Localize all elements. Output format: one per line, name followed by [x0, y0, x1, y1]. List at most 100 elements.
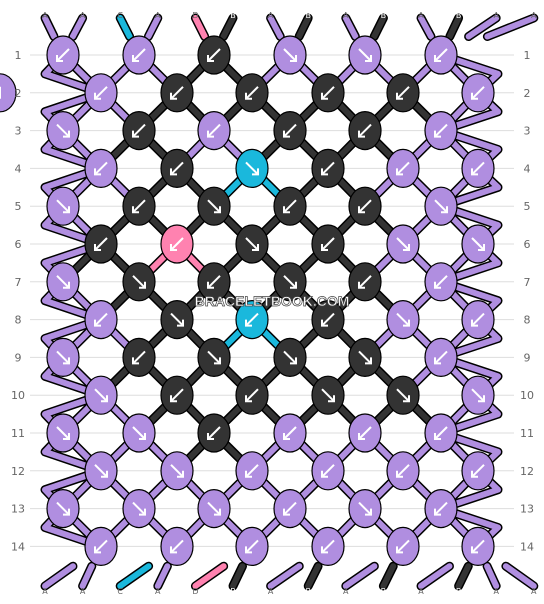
bottom-thread-stub	[154, 563, 171, 589]
knot	[273, 337, 307, 377]
knot-arrow-head	[170, 546, 177, 554]
knot	[46, 111, 80, 151]
top-thread-label: A	[343, 11, 349, 20]
knot-arrow-head	[94, 92, 101, 100]
knot-arrow-head	[396, 168, 403, 176]
knot	[386, 526, 420, 567]
row-label-right: 2	[524, 87, 531, 100]
knot	[273, 186, 307, 226]
knot-arrow-shaft	[321, 86, 335, 100]
bottom-thread-stub	[380, 563, 397, 589]
knot-grid	[0, 35, 495, 567]
knot	[197, 262, 231, 302]
knot-arrow-shaft	[471, 464, 485, 478]
knot	[46, 262, 80, 302]
knot-arrow-shaft	[471, 237, 485, 251]
row-label-right: 14	[520, 540, 534, 553]
knot-arrow-head	[132, 357, 139, 365]
top-thread-stub	[446, 15, 462, 40]
knot-arrow-shaft	[245, 86, 259, 100]
knot-arrow-head	[396, 546, 403, 554]
knot	[273, 111, 307, 151]
knot	[348, 489, 382, 529]
knot-arrow-shaft	[170, 388, 184, 402]
row-label-left: 4	[15, 162, 22, 175]
bottom-thread-stub	[230, 563, 246, 589]
row-label-left: 10	[11, 389, 25, 402]
knot-arrow-head	[214, 357, 221, 365]
knot-arrow-shaft	[245, 539, 259, 554]
knot	[386, 300, 420, 340]
knot	[197, 186, 231, 226]
knot-arrow-shaft	[283, 426, 297, 440]
bottom-thread-label: A	[531, 587, 537, 596]
knot	[348, 413, 382, 453]
knot	[424, 186, 458, 226]
knot-arrow-shaft	[207, 48, 221, 62]
knot-arrow-head	[283, 433, 290, 440]
knot	[311, 224, 345, 264]
knot-arrow-head	[245, 319, 252, 327]
knot-arrow-shaft	[358, 199, 372, 213]
knot-arrow-head	[170, 168, 177, 176]
knot-arrow-head	[283, 508, 290, 516]
knot	[160, 526, 194, 567]
bottom-thread-label: B	[305, 587, 311, 596]
bottom-thread-stub	[117, 563, 152, 589]
knot	[235, 224, 269, 264]
bottom-thread-label: D	[192, 587, 198, 596]
bottom-thread-label: A	[42, 587, 48, 596]
knot	[46, 489, 80, 529]
row-label-left: 13	[11, 503, 25, 516]
row-label-right: 12	[520, 465, 534, 478]
knot	[311, 73, 345, 113]
row-label-right: 7	[524, 276, 531, 289]
row-label-right: 9	[524, 351, 531, 364]
knot-arrow-head	[328, 395, 335, 403]
knot	[424, 337, 458, 377]
knot-arrow-shaft	[358, 275, 372, 289]
knot-arrow-head	[94, 168, 101, 176]
top-thread-label: C	[117, 11, 123, 20]
bottom-thread-label: A	[343, 587, 349, 596]
knot-arrow-head	[245, 470, 252, 478]
row-label-left: 5	[15, 200, 22, 213]
knot	[197, 489, 231, 529]
knot	[84, 148, 118, 188]
top-thread-stub	[69, 15, 86, 40]
top-thread-stub	[371, 15, 387, 40]
row-label-left: 9	[15, 351, 22, 364]
knot-arrow-shaft	[396, 86, 410, 100]
knot-arrow-shaft	[170, 464, 184, 478]
knot	[197, 337, 231, 377]
knot-arrow-shaft	[283, 501, 297, 516]
knot-arrow-shaft	[132, 199, 146, 213]
knot-arrow-head	[132, 130, 139, 138]
knot-arrow-shaft	[132, 275, 146, 289]
knot	[386, 73, 420, 113]
knot-arrow-shaft	[132, 350, 146, 365]
knot	[122, 413, 156, 453]
knot-arrow-shaft	[283, 123, 297, 138]
bottom-thread-label: A	[155, 587, 161, 596]
knot	[160, 375, 194, 415]
knot-arrow-head	[170, 92, 177, 100]
knot-shape	[0, 73, 17, 113]
knot-arrow-shaft	[170, 539, 184, 554]
knot-arrow-head	[471, 92, 478, 100]
top-thread-stub	[220, 15, 236, 40]
knot-arrow-head	[478, 395, 485, 403]
knot	[84, 224, 118, 264]
knot-arrow-shaft	[207, 426, 221, 440]
knot-arrow-shaft	[471, 388, 485, 402]
top-thread-stub	[484, 15, 537, 40]
knot	[84, 300, 118, 340]
knot-arrow-shaft	[56, 275, 70, 289]
knot-arrow-shaft	[283, 199, 297, 213]
row-label-left: 11	[11, 427, 25, 440]
row-label-left: 8	[15, 314, 22, 327]
knot	[197, 111, 231, 151]
knot-arrow-head	[94, 319, 101, 327]
bottom-thread-label: A	[268, 587, 274, 596]
